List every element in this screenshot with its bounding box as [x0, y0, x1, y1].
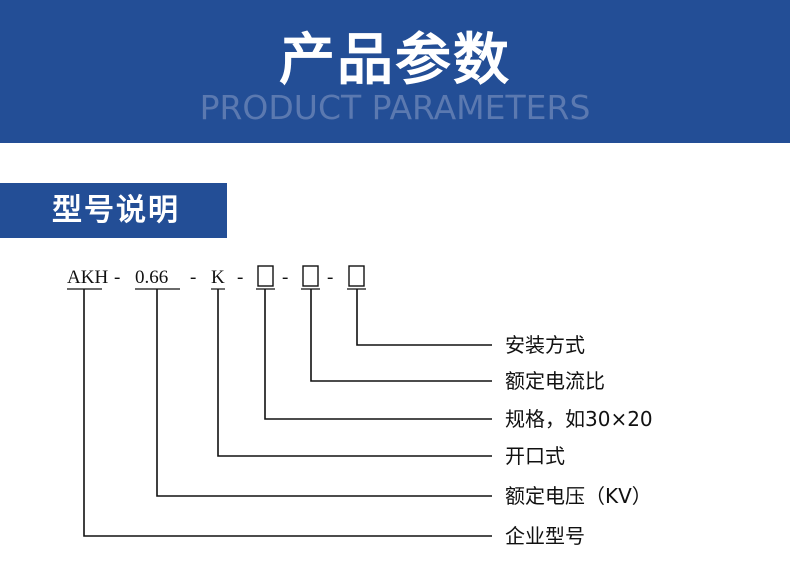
desc-open-type: 开口式 [505, 444, 565, 468]
leader-voltage [156, 289, 492, 497]
code-k: K [211, 267, 225, 288]
section-tag: 型号说明 [0, 183, 227, 238]
leader-open-type [217, 289, 492, 457]
model-code: AKH - 0.66 - K - - - [67, 265, 366, 290]
leader-lines [83, 289, 492, 537]
code-akh: AKH [67, 267, 108, 288]
section-title: 型号说明 [52, 193, 180, 228]
desc-spec: 规格，如30×20 [505, 407, 653, 431]
code-box-ratio [302, 265, 319, 287]
leader-spec [264, 289, 492, 420]
header-banner: 产品参数 PRODUCT PARAMETERS [0, 0, 790, 143]
code-box-spec [257, 265, 274, 287]
code-voltage: 0.66 [135, 267, 168, 288]
code-sep: - [327, 267, 333, 288]
code-sep: - [114, 267, 120, 288]
desc-company-model: 企业型号 [505, 524, 585, 548]
code-sep: - [282, 267, 288, 288]
desc-install: 安装方式 [505, 333, 585, 357]
model-code-diagram: AKH - 0.66 - K - - - 安装方式 额定电流比 规格，如30×2… [67, 265, 653, 548]
code-sep: - [237, 267, 243, 288]
descriptions: 安装方式 额定电流比 规格，如30×20 开口式 额定电压（KV） 企业型号 [505, 333, 653, 548]
page-title: 产品参数 [279, 28, 511, 93]
code-sep: - [190, 267, 196, 288]
leader-install [356, 289, 492, 346]
desc-rated-current-ratio: 额定电流比 [505, 369, 605, 393]
leader-company-model [83, 289, 492, 537]
page-subtitle: PRODUCT PARAMETERS [199, 88, 591, 127]
desc-rated-voltage: 额定电压（KV） [505, 484, 652, 508]
code-box-install [348, 265, 365, 287]
leader-ratio [310, 289, 492, 382]
